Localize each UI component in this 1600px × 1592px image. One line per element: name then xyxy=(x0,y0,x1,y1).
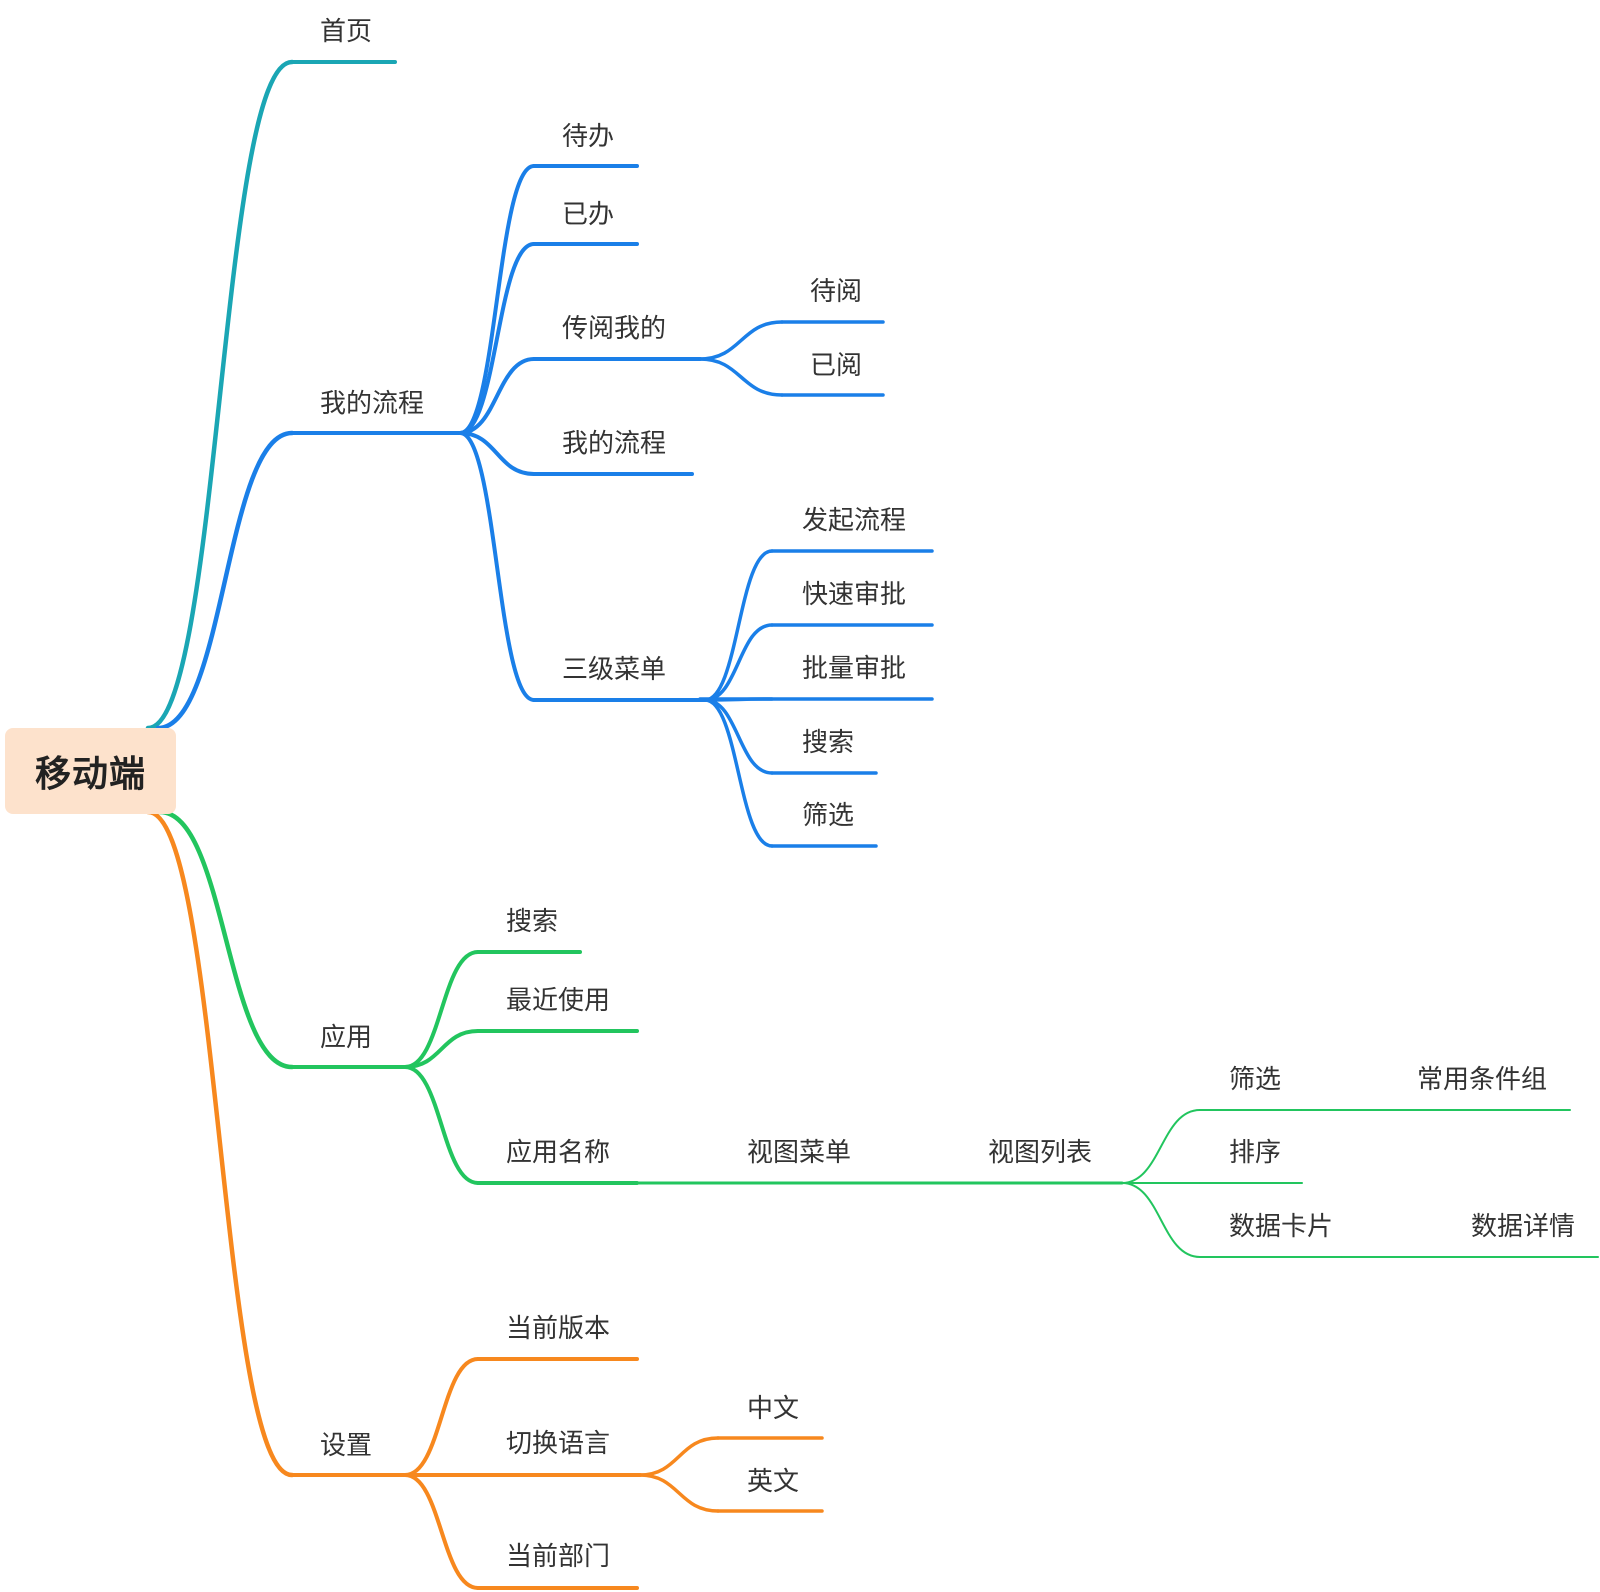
node-view-menu[interactable]: 视图菜单 xyxy=(747,1138,852,1168)
node-read[interactable]: 已阅 xyxy=(810,351,863,381)
node-data-detail[interactable]: 数据详情 xyxy=(1471,1212,1576,1242)
node-sort[interactable]: 排序 xyxy=(1229,1138,1282,1168)
node-app-name[interactable]: 应用名称 xyxy=(506,1138,611,1168)
connector-circulate xyxy=(458,357,536,435)
connector-third-menu xyxy=(458,431,536,702)
connector-app-search xyxy=(403,950,480,1069)
connector-recent xyxy=(403,1029,480,1069)
connector-settings xyxy=(145,809,295,1478)
root-label: 移动端 xyxy=(34,754,146,795)
node-quick-approve[interactable]: 快速审批 xyxy=(802,580,907,610)
node-process-filter[interactable]: 筛选 xyxy=(802,801,855,831)
node-recent[interactable]: 最近使用 xyxy=(506,986,611,1016)
node-app-search[interactable]: 搜索 xyxy=(506,907,559,937)
node-switch-language[interactable]: 切换语言 xyxy=(506,1429,611,1459)
node-home[interactable]: 首页 xyxy=(320,17,373,47)
node-english[interactable]: 英文 xyxy=(747,1467,800,1497)
connector-english xyxy=(638,1473,720,1513)
node-circulate[interactable]: 传阅我的 xyxy=(562,314,667,344)
connector-my-process-sub xyxy=(458,431,536,476)
node-apps[interactable]: 应用 xyxy=(320,1023,373,1053)
node-batch-approve[interactable]: 批量审批 xyxy=(802,654,907,684)
node-common-conditions[interactable]: 常用条件组 xyxy=(1417,1065,1548,1095)
connector-data-card xyxy=(1121,1182,1201,1258)
connector-my-process xyxy=(155,430,295,731)
node-version[interactable]: 当前版本 xyxy=(506,1314,611,1344)
node-department[interactable]: 当前部门 xyxy=(506,1542,611,1572)
node-todo[interactable]: 待办 xyxy=(562,122,615,152)
connector-unread xyxy=(698,320,784,361)
node-third-menu[interactable]: 三级菜单 xyxy=(562,655,667,685)
node-chinese[interactable]: 中文 xyxy=(747,1394,800,1424)
node-view-filter[interactable]: 筛选 xyxy=(1229,1065,1282,1095)
connector-done xyxy=(458,242,536,435)
connector-version xyxy=(403,1357,480,1477)
connector-process-filter xyxy=(703,698,774,848)
connector-apps xyxy=(157,809,295,1070)
connector-chinese xyxy=(638,1436,720,1477)
connector-department xyxy=(403,1473,480,1590)
node-settings[interactable]: 设置 xyxy=(320,1431,373,1461)
node-done[interactable]: 已办 xyxy=(562,200,615,230)
connector-home xyxy=(145,59,295,731)
connector-todo xyxy=(458,164,536,435)
connector-app-name xyxy=(403,1065,480,1185)
root-node[interactable]: 移动端 xyxy=(5,728,176,814)
connector-process-search xyxy=(703,698,774,775)
connector-quick-approve xyxy=(703,623,774,702)
connector-start-process xyxy=(703,549,774,702)
connector-view-filter xyxy=(1121,1109,1201,1184)
node-process-search[interactable]: 搜索 xyxy=(802,728,855,758)
node-data-card[interactable]: 数据卡片 xyxy=(1229,1212,1334,1242)
node-my-process[interactable]: 我的流程 xyxy=(320,389,425,419)
node-my-process-sub[interactable]: 我的流程 xyxy=(562,429,667,459)
connector-read xyxy=(698,357,784,397)
node-unread[interactable]: 待阅 xyxy=(810,277,863,307)
node-start-process[interactable]: 发起流程 xyxy=(802,506,907,536)
node-view-list[interactable]: 视图列表 xyxy=(988,1138,1093,1168)
